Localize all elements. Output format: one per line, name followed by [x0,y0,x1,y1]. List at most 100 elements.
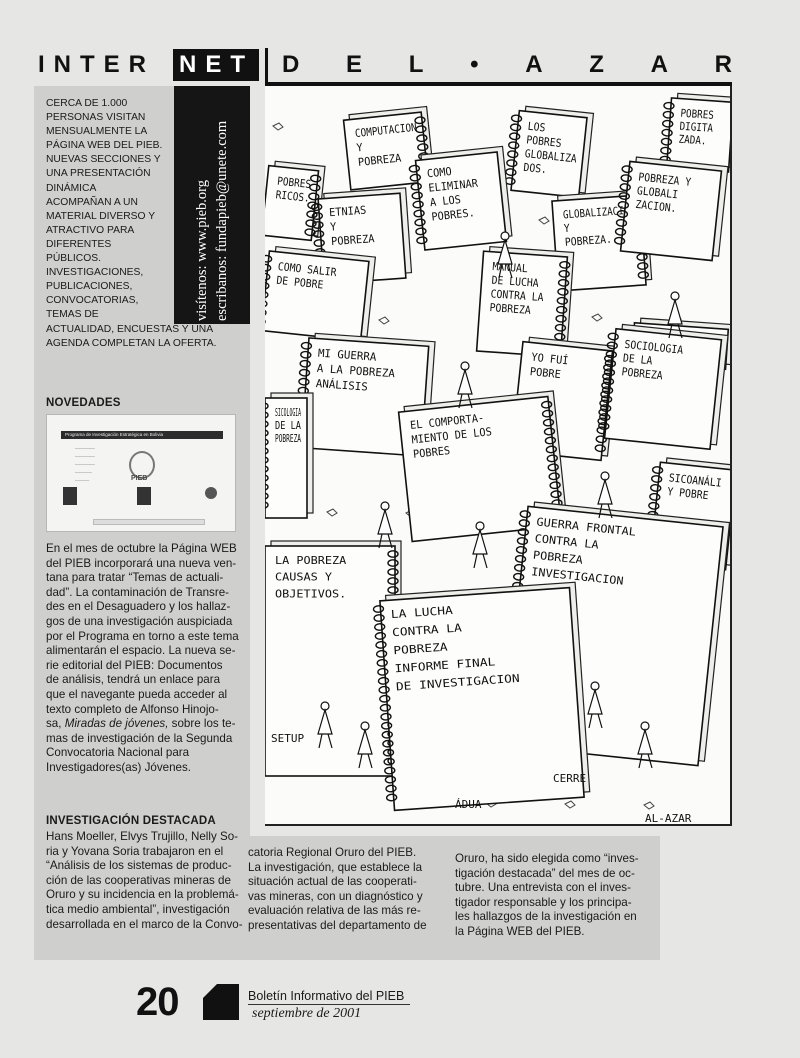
spiral-ring [413,209,425,218]
walking-figure [472,521,488,569]
spiral-ring [416,134,428,143]
spiral-ring [557,287,569,296]
spiral-ring [603,368,616,377]
spiral-ring [651,466,664,474]
body-line: En el mes de octubre la Página WEB [46,542,237,555]
notebook-title: ANÁLISIS [315,377,368,394]
body-line: Oruro y su incidencia en la problemá- [46,888,239,902]
spiral-ring [265,429,269,437]
intro-line: ACOMPAÑAN A UN [46,196,138,208]
spiral-ring [594,444,606,453]
investigacion-col3: Oruro, ha sido elegida como “inves- tiga… [455,852,655,940]
header-letter: A [650,51,668,78]
thumbnail-cover-icon [137,487,151,505]
thumbnail-cover-icon [63,487,77,505]
spiral-ring [547,463,559,472]
notebook-title: Y POBRE [667,485,709,502]
spiral-ring [542,418,555,427]
page-number: 20 [136,980,179,1024]
spiral-ring [559,260,571,269]
notebook-title: YO FUÍ [531,351,569,368]
website-thumbnail[interactable]: Programa de Investigación Estratégica en… [46,414,236,532]
spiral-ring [387,577,399,585]
spiral-ring [310,174,322,183]
spiral-ring [509,123,522,132]
spiral-ring [298,377,310,386]
spiral-ring [313,239,325,247]
spiral-ring [383,757,395,766]
body-line: ción de las cooperativas mineras de [46,873,231,887]
notebook-title: POBREZA. [564,233,612,249]
body-line: “Análisis de los sistemas de produc- [46,859,232,873]
notebook-cover [265,164,320,242]
notebook-title: MI GUERRA [317,347,377,364]
walking-figure [637,721,653,769]
notebook-title: LA LUCHA [390,604,453,621]
spiral-ring [265,402,269,410]
intro-line: TEMAS DE [46,309,99,321]
intro-line: CONVOCATORIAS, [46,295,139,307]
spiral-ring [265,483,269,491]
body-line: tigación destacada” del mes de oc- [455,866,635,880]
spiral-ring [265,492,269,500]
body-line: Convocatoria Nacional para [46,746,190,760]
header-letter: Z [589,51,604,78]
notebook-title: Y [330,220,337,233]
artist-signature: AL-AZAR [645,812,692,825]
ground-stone [643,801,655,810]
notebook-title: POBRES [680,107,714,122]
body-line: tana para tratar “Temas de actuali- [46,571,224,585]
figure-body [357,727,373,769]
spiral-ring [387,559,399,567]
body-line: situación actual de las cooperati- [248,875,417,889]
spiral-ring [649,492,661,501]
notebook-title: POBRE [529,365,561,381]
spiral-ring [265,281,270,290]
spiral-ring [513,563,526,572]
notebook-title: POBREZA Y [638,170,692,189]
body-line: ria y Yovana Soria trabajaron en el [46,844,224,858]
spiral-ring [372,605,385,613]
spiral-ring [508,132,521,141]
body-line: tubre. Una entrevista con el inves- [455,881,631,895]
notebook-title: GLOBALI [636,184,678,201]
thumbnail-search-field [93,519,205,525]
header-letter: A [525,51,543,78]
spiral-ring [265,474,269,482]
spiral-ring [417,143,429,152]
spiral-ring [410,182,422,191]
spiral-ring [613,236,626,245]
spiral-ring [637,271,650,279]
figure-body [377,507,393,549]
body-fragment: sobre los te- [168,717,236,731]
header-divider [265,48,268,84]
spiral-ring [265,308,267,317]
notebook-cover [619,160,723,262]
notebook-cover [603,327,723,451]
spiral-ring [555,314,567,323]
notebook-title: POBRES [526,133,563,150]
body-line: desarrollada en el marco de la Convo- [46,917,243,931]
spiral-ring [648,501,660,510]
spiral-ring [311,203,323,211]
spiral-ring [414,218,426,227]
spiral-ring [549,481,561,490]
ground-stone [538,216,550,225]
novedades-heading: NOVEDADES [46,397,121,409]
body-line: Investigadores(as) Jóvenes. [46,760,191,774]
notebook-title: DOS. [523,161,548,176]
investigacion-heading: INVESTIGACIÓN DESTACADA [46,815,216,827]
notebook-title: LOS [527,120,546,135]
spiral-ring [265,272,271,281]
spiral-ring [515,546,528,554]
spiral-ring [306,210,318,219]
walking-figure [597,471,613,519]
spiral-ring [618,192,630,200]
notebook-title: DE LA [622,351,653,367]
body-line: por el Programa en torno a este tema [46,629,239,643]
spiral-ring [298,368,311,377]
spiral-ring [380,712,392,721]
spiral-ring [305,219,317,228]
figure-body [457,367,473,409]
